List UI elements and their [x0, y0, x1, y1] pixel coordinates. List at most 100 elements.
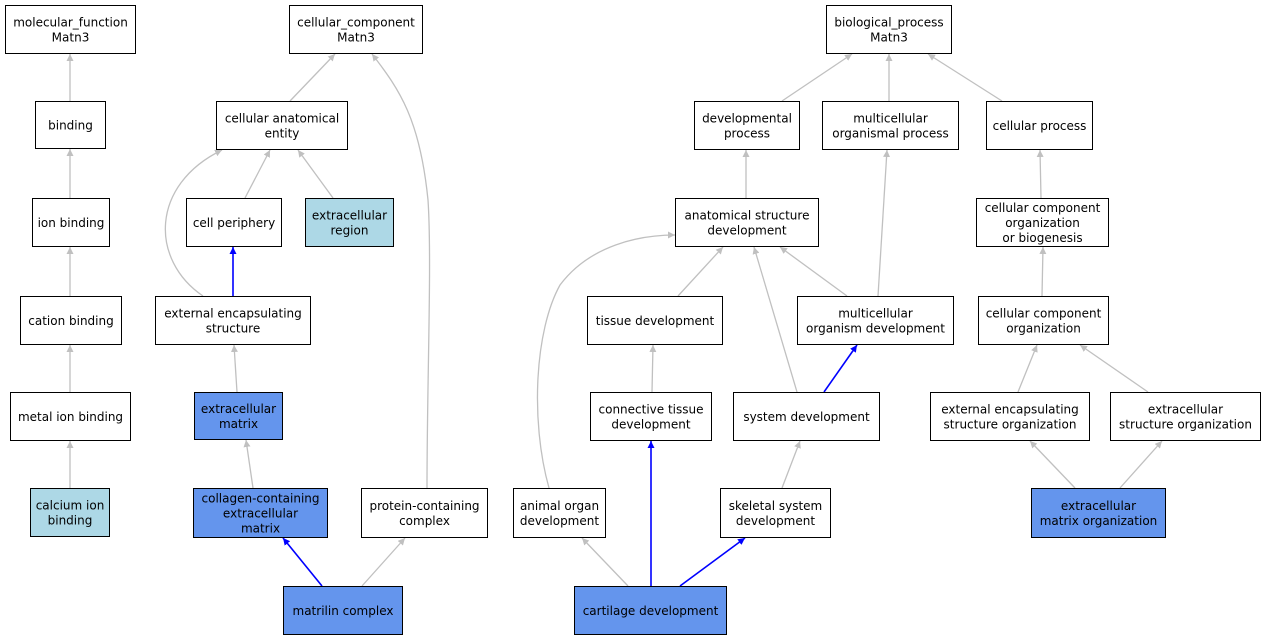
edge-collagen-to-ecm	[243, 439, 254, 489]
node-binding[interactable]: binding	[35, 101, 106, 149]
node-box	[590, 392, 712, 441]
node-label-line: development	[611, 418, 690, 432]
node-box	[216, 101, 348, 150]
node-label-line: complex	[399, 514, 450, 528]
edge-ecmorg-to-extencorg	[1029, 440, 1076, 489]
node-sysdev[interactable]: system development	[733, 392, 880, 441]
edge-matrilin-to-collagen	[282, 537, 323, 587]
node-label-line: extracellular	[1148, 403, 1223, 417]
node-label-line: development	[736, 514, 815, 528]
node-box	[986, 101, 1093, 150]
node-label-line: or biogenesis	[1002, 231, 1082, 245]
edge-sysdev-to-multidev	[823, 344, 858, 393]
edge-tissuedev-to-anatdev	[677, 246, 724, 297]
node-label-line: extracellular	[1061, 499, 1136, 513]
edge-cae-to-cc	[289, 53, 336, 102]
node-box	[733, 392, 880, 441]
node-label-line: entity	[265, 127, 300, 141]
node-box	[186, 198, 282, 247]
node-label-line: protein-containing	[369, 499, 479, 513]
node-label-line: extracellular	[223, 507, 298, 521]
edge-extstructorg-to-cco	[1079, 344, 1149, 393]
edge-devproc-to-bp	[781, 53, 853, 102]
node-cationbind[interactable]: cation binding	[20, 296, 122, 345]
node-label-line: structure	[206, 322, 260, 336]
node-box	[194, 392, 283, 440]
node-label-line: cation binding	[28, 314, 113, 328]
node-box	[10, 392, 131, 441]
edge-ecmorg-to-extstructorg	[1119, 440, 1163, 489]
node-ionbind[interactable]: ion binding	[32, 198, 110, 247]
node-label-line: multicellular	[853, 112, 928, 126]
node-matrilin[interactable]: matrilin complex	[283, 586, 403, 635]
node-box	[976, 198, 1109, 247]
node-box	[20, 296, 122, 345]
node-box	[675, 198, 819, 247]
edge-multidev-to-anatdev	[779, 246, 848, 297]
node-label-line: metal ion binding	[18, 410, 123, 424]
node-label-line: tissue development	[596, 314, 715, 328]
node-label-line: biological_process	[834, 16, 943, 30]
node-label-line: extracellular	[201, 402, 276, 416]
node-label-line: multicellular	[838, 307, 913, 321]
node-label-line: cellular component	[986, 307, 1102, 321]
node-label-line: skeletal system	[729, 499, 822, 513]
edge-sysdev-to-anatdev	[752, 246, 798, 393]
edge-extenc-to-cae	[164, 149, 223, 297]
node-label-line: external encapsulating	[941, 403, 1079, 417]
node-cartilage[interactable]: cartilage development	[574, 586, 727, 635]
node-label-line: ion binding	[38, 216, 105, 230]
node-box	[361, 488, 488, 538]
node-label-line: matrix	[219, 417, 258, 431]
edge-cellper-to-cae	[244, 149, 271, 199]
node-label-line: calcium ion	[36, 499, 105, 513]
node-label-line: region	[331, 224, 369, 238]
node-label-line: structure organization	[1119, 418, 1252, 432]
node-metalion[interactable]: metal ion binding	[10, 392, 131, 441]
node-box	[930, 392, 1090, 441]
node-cellper[interactable]: cell periphery	[186, 198, 282, 247]
node-label-line: cellular component	[985, 201, 1101, 215]
node-label-line: cell periphery	[193, 216, 275, 230]
edge-conndev-to-tissuedev	[649, 344, 657, 393]
node-cellproc[interactable]: cellular process	[986, 101, 1093, 150]
edge-multidev-to-multiorg	[877, 149, 891, 297]
node-tissuedev[interactable]: tissue development	[587, 296, 723, 345]
edge-matrilin-to-protcomplex	[361, 537, 406, 587]
edge-extreg-to-cae	[297, 149, 334, 199]
node-box	[32, 198, 110, 247]
node-label-line: organismal process	[832, 127, 949, 141]
node-label-line: Matn3	[337, 31, 375, 45]
node-box	[826, 5, 952, 54]
edge-skeletal-to-sysdev	[781, 440, 801, 489]
node-label-line: developmental	[702, 112, 792, 126]
node-box	[305, 198, 394, 247]
node-label-line: system development	[743, 410, 870, 424]
node-box	[694, 101, 800, 150]
edge-animalorgan-to-anatdev	[536, 231, 676, 489]
